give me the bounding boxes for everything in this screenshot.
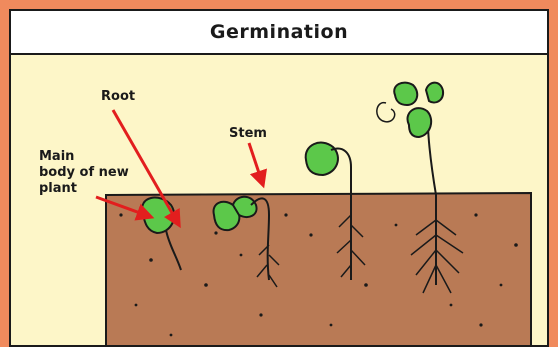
- plant-leaf-low: [407, 108, 431, 137]
- label-main-line3: plant: [39, 181, 77, 197]
- plant-leaf-mid: [394, 83, 417, 105]
- label-stem: Stem: [229, 126, 267, 142]
- scene-illustration: [11, 55, 549, 347]
- label-main-line2: body of new: [39, 165, 129, 181]
- label-main-line1: Main: [39, 149, 74, 165]
- germination-scene: Root Stem Main body of new plant: [11, 55, 549, 347]
- diagram-panel: Germination: [9, 9, 549, 347]
- plant-leaf-top: [426, 83, 443, 103]
- title-bar: Germination: [11, 11, 547, 55]
- sprout-leaf: [306, 143, 338, 175]
- page-title: Germination: [210, 21, 348, 43]
- label-root: Root: [101, 89, 135, 105]
